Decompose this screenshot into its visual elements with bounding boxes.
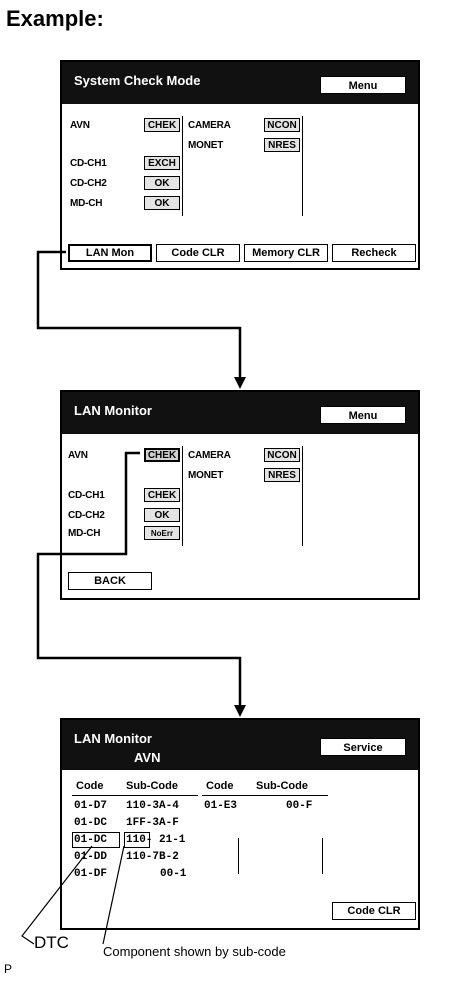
status-chip-md-ch[interactable]: OK: [144, 196, 180, 210]
lan-monitor-screen: LAN Monitor Menu AVN CHEK CD-CH1 CHEK CD…: [60, 390, 420, 600]
flow-arrow-2: [36, 451, 242, 706]
back-button[interactable]: BACK: [68, 572, 152, 590]
dtc-code: 01-DC: [74, 817, 108, 829]
dtc-code-highlighted: 01-DC: [74, 834, 108, 846]
flow-arrowhead-1: [234, 377, 246, 389]
column-divider: [302, 446, 303, 546]
flow-arrowhead-2: [234, 705, 246, 717]
sub-code: 110-3A-4: [126, 800, 179, 812]
sub-code: 00-F: [286, 800, 313, 812]
lan-mon-button[interactable]: LAN Mon: [68, 244, 152, 262]
column-divider: [238, 838, 239, 874]
status-chip-monet[interactable]: NRES: [264, 138, 300, 152]
status-chip-avn[interactable]: CHEK: [144, 448, 180, 462]
column-divider: [302, 116, 303, 216]
device-label-cd-ch1: CD-CH1: [68, 490, 105, 501]
device-label-avn: AVN: [68, 450, 88, 461]
component-callout: Component shown by sub-code: [103, 944, 286, 959]
sub-code: 00-1: [160, 868, 187, 880]
code-clr-button[interactable]: Code CLR: [156, 244, 240, 262]
title-bar: LAN Monitor AVN Service: [62, 720, 418, 770]
device-label-cd-ch2: CD-CH2: [70, 178, 107, 189]
device-label-md-ch: MD-CH: [70, 198, 103, 209]
dtc-code: 01-DD: [74, 851, 108, 863]
column-divider: [322, 838, 323, 874]
status-chip-cd-ch2[interactable]: OK: [144, 176, 180, 190]
dtc-callout: DTC: [34, 933, 69, 952]
dtc-code: 01-DF: [74, 868, 108, 880]
recheck-button[interactable]: Recheck: [332, 244, 416, 262]
device-label-camera: CAMERA: [188, 120, 231, 131]
code-clr-button[interactable]: Code CLR: [332, 902, 416, 920]
service-button[interactable]: Service: [320, 738, 406, 756]
status-chip-cd-ch1[interactable]: EXCH: [144, 156, 180, 170]
dtc-leader-line: [21, 845, 93, 945]
device-label-monet: MONET: [188, 140, 224, 151]
component-highlight-box: [124, 832, 150, 848]
column-divider: [182, 116, 183, 216]
device-label-avn: AVN: [70, 120, 90, 131]
menu-button[interactable]: Menu: [320, 76, 406, 94]
device-label-md-ch: MD-CH: [68, 528, 101, 539]
column-header-code-2: Code: [206, 780, 234, 792]
screen-title: LAN Monitor: [74, 403, 152, 418]
menu-button[interactable]: Menu: [320, 406, 406, 424]
memory-clr-button[interactable]: Memory CLR: [244, 244, 328, 262]
sub-code: 110-7B-2: [126, 851, 179, 863]
status-chip-cd-ch2[interactable]: OK: [144, 508, 180, 522]
device-label-cd-ch2: CD-CH2: [68, 510, 105, 521]
system-check-mode-screen: System Check Mode Menu AVN CHEK CD-CH1 E…: [60, 60, 420, 270]
lan-monitor-avn-screen: LAN Monitor AVN Service Code Sub-Code Co…: [60, 718, 420, 930]
header-underline: [72, 795, 198, 796]
screen-subtitle: AVN: [134, 750, 161, 765]
flow-arrow-1: [36, 250, 242, 378]
dtc-code: 01-D7: [74, 800, 108, 812]
status-chip-md-ch[interactable]: NoErr: [144, 526, 180, 540]
header-underline: [202, 795, 328, 796]
dtc-code: 01-E3: [204, 800, 238, 812]
column-header-code: Code: [76, 780, 104, 792]
status-chip-monet[interactable]: NRES: [264, 468, 300, 482]
screen-title: LAN Monitor: [74, 731, 152, 746]
device-label-camera: CAMERA: [188, 450, 231, 461]
dtc-highlight-box: [72, 832, 120, 848]
status-chip-avn[interactable]: CHEK: [144, 118, 180, 132]
column-divider: [182, 446, 183, 546]
status-chip-camera[interactable]: NCON: [264, 118, 300, 132]
sub-code: 1FF-3A-F: [126, 817, 179, 829]
column-header-sub-code: Sub-Code: [126, 780, 178, 792]
component-leader-line: [102, 845, 125, 945]
device-label-monet: MONET: [188, 470, 224, 481]
status-chip-cd-ch1[interactable]: CHEK: [144, 488, 180, 502]
title-bar: System Check Mode Menu: [62, 62, 418, 104]
device-label-cd-ch1: CD-CH1: [70, 158, 107, 169]
example-heading: Example:: [6, 6, 104, 31]
status-chip-camera[interactable]: NCON: [264, 448, 300, 462]
screen-title: System Check Mode: [74, 73, 201, 88]
column-header-sub-code-2: Sub-Code: [256, 780, 308, 792]
title-bar: LAN Monitor Menu: [62, 392, 418, 434]
page-mark: P: [4, 962, 13, 976]
sub-code-highlighted: 110- 21-1: [126, 834, 186, 846]
